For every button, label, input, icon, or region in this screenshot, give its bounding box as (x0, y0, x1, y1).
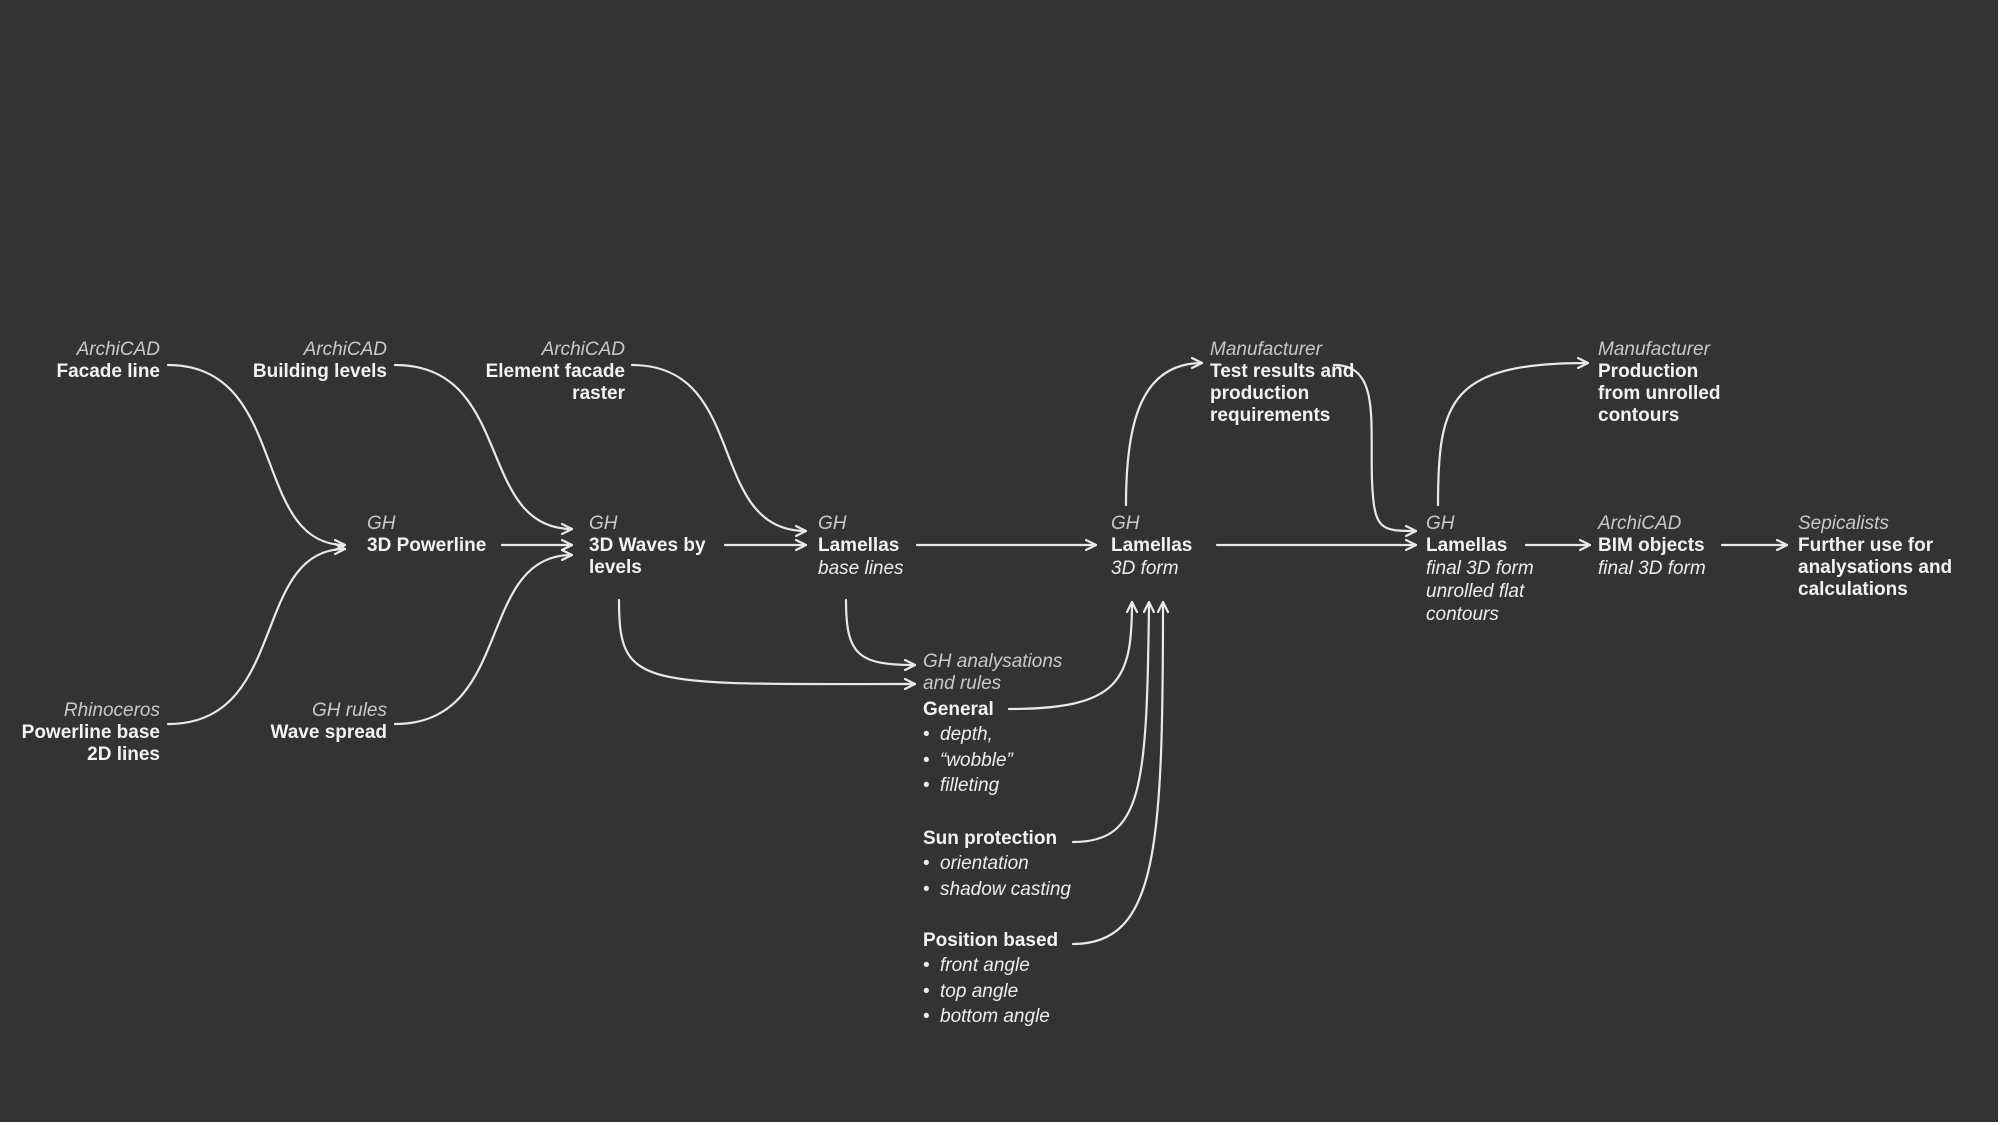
arrow-waves-to-analysis (617, 598, 917, 684)
node-source: GH (1426, 513, 1455, 534)
arrow-facade-to-powerline (166, 363, 347, 545)
analysis-header: GH analysations and rules (923, 651, 1083, 695)
arrow-sun-to-3d (1071, 600, 1149, 844)
analysis-general: General depth, “wobble” filleting (923, 698, 1093, 799)
node-sub: base lines (818, 558, 904, 579)
arrow-lamellas-base-to-analysis (844, 598, 917, 665)
node-lamellas-3d: GH Lamellas 3D form (1111, 513, 1211, 580)
node-building-levels: ArchiCAD Building levels (240, 339, 387, 383)
analysis-position: Position based front angle top angle bot… (923, 929, 1093, 1030)
node-sub: 3D form (1111, 558, 1179, 579)
node-label: BIM objects (1598, 535, 1705, 556)
list-item: bottom angle (923, 1004, 1093, 1030)
analysis-header-text: GH analysations and rules (923, 651, 1063, 694)
analysis-sun-title: Sun protection (923, 828, 1058, 849)
node-facade-line: ArchiCAD Facade line (20, 339, 161, 383)
node-label: 3D Powerline (367, 535, 487, 556)
node-label: Lamellas (1426, 535, 1508, 556)
node-source: GH (589, 513, 618, 534)
node-label: Lamellas (1111, 535, 1193, 556)
node-test-results: Manufacturer Test results and production… (1210, 339, 1360, 427)
analysis-position-title: Position based (923, 930, 1059, 951)
analysis-position-list: front angle top angle bottom angle (923, 953, 1093, 1030)
node-label: Element facade raster (485, 361, 625, 404)
list-item: “wobble” (923, 748, 1093, 774)
analysis-sun: Sun protection orientation shadow castin… (923, 827, 1093, 902)
node-sub: final 3D form (1598, 558, 1706, 579)
node-source: Sepicalists (1798, 513, 1889, 534)
arrow-3d-to-manufacturer (1124, 363, 1204, 507)
node-powerline-base: Rhinoceros Powerline base 2D lines (20, 700, 160, 766)
node-label: Facade line (56, 361, 161, 382)
node-source: Rhinoceros (63, 700, 160, 721)
arrow-position-to-3d (1071, 600, 1163, 946)
node-3d-waves: GH 3D Waves by levels (589, 513, 724, 579)
node-lamellas-final: GH Lamellas final 3D form unrolled flat … (1426, 513, 1546, 626)
node-element-raster: ArchiCAD Element facade raster (470, 339, 625, 405)
arrow-raster-to-lamellas-base (630, 363, 808, 531)
arrow-manufacturer-to-final (1332, 363, 1418, 531)
analysis-general-title: General (923, 699, 994, 720)
node-source: GH (1111, 513, 1140, 534)
list-item: front angle (923, 953, 1093, 979)
node-source: Manufacturer (1598, 339, 1710, 360)
node-label: Lamellas (818, 535, 900, 556)
list-item: top angle (923, 979, 1093, 1005)
node-label: Wave spread (270, 722, 387, 743)
arrow-final-to-production (1436, 363, 1590, 507)
arrow-rhino-to-powerline (166, 549, 347, 726)
node-label: Building levels (252, 361, 387, 382)
node-3d-powerline: GH 3D Powerline (367, 513, 507, 557)
analysis-general-list: depth, “wobble” filleting (923, 722, 1093, 799)
node-source: ArchiCAD (76, 339, 160, 360)
node-source: GH (818, 513, 847, 534)
arrow-levels-to-waves (393, 363, 574, 529)
list-item: filleting (923, 773, 1093, 799)
node-label: Further use for analysations and calcula… (1798, 535, 1953, 600)
node-source: ArchiCAD (1598, 513, 1682, 534)
node-further-use: Sepicalists Further use for analysations… (1798, 513, 1973, 601)
node-source: ArchiCAD (303, 339, 387, 360)
node-label: Production from unrolled contours (1598, 361, 1721, 426)
node-production: Manufacturer Production from unrolled co… (1598, 339, 1738, 427)
node-lamellas-base: GH Lamellas base lines (818, 513, 918, 580)
node-source: Manufacturer (1210, 339, 1322, 360)
analysis-sun-list: orientation shadow casting (923, 851, 1093, 902)
node-bim-objects: ArchiCAD BIM objects final 3D form (1598, 513, 1728, 580)
node-source: ArchiCAD (541, 339, 625, 360)
node-label: 3D Waves by levels (589, 535, 706, 578)
node-label: Powerline base 2D lines (21, 722, 160, 765)
node-wave-spread: GH rules Wave spread (240, 700, 387, 744)
list-item: shadow casting (923, 877, 1093, 903)
list-item: depth, (923, 722, 1093, 748)
node-label: Test results and production requirements (1210, 361, 1355, 426)
arrow-general-to-3d (1007, 600, 1132, 711)
node-sub: final 3D form unrolled flat contours (1426, 558, 1534, 625)
list-item: orientation (923, 851, 1093, 877)
node-source: GH rules (312, 700, 387, 721)
arrow-wavespread-to-waves (393, 555, 574, 726)
node-source: GH (367, 513, 396, 534)
